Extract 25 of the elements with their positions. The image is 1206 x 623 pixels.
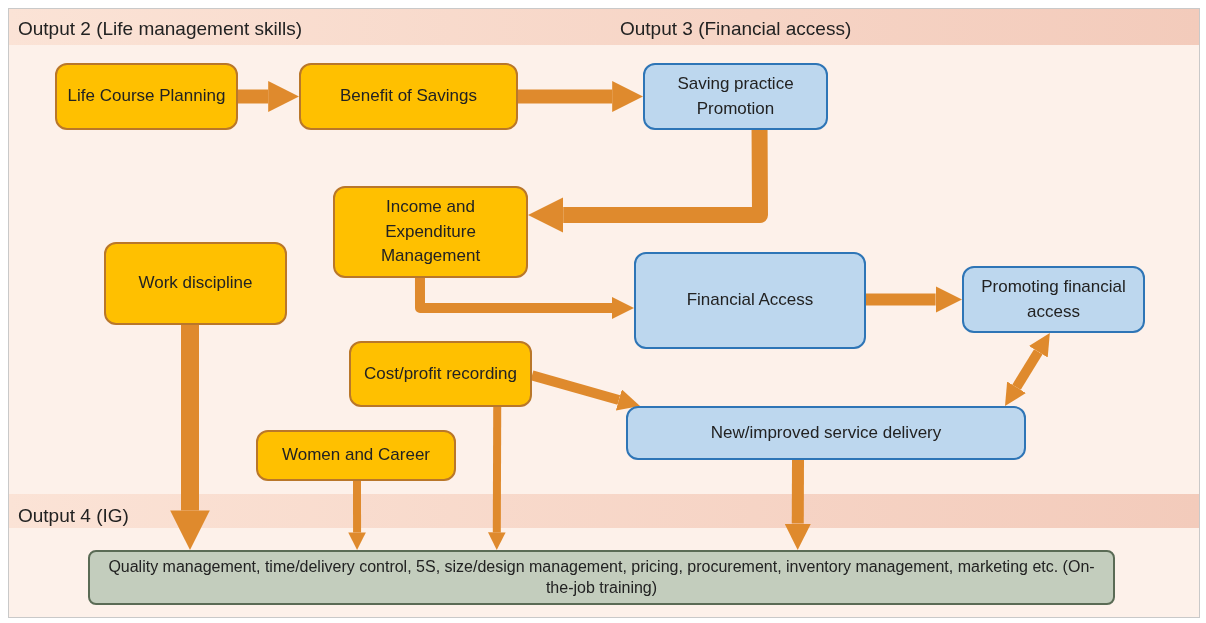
section-heading: Output 4 (IG)	[18, 504, 129, 528]
arrow	[170, 325, 210, 550]
arrow	[238, 81, 299, 112]
arrow	[1005, 333, 1050, 406]
arrow	[518, 81, 643, 112]
process-box: Life Course Planning	[55, 63, 238, 130]
arrow	[488, 407, 506, 550]
section-heading: Output 2 (Life management skills)	[18, 17, 303, 41]
arrow	[414, 278, 634, 319]
process-box: Promoting financial access	[962, 266, 1145, 333]
arrow	[866, 286, 962, 313]
arrow	[784, 459, 811, 550]
process-box: Financial Access	[634, 252, 866, 349]
process-box: Cost/profit recording	[349, 341, 532, 407]
process-box: Women and Career	[256, 430, 456, 481]
arrow	[530, 370, 640, 411]
process-box: New/improved service delivery	[626, 406, 1026, 460]
process-box: Benefit of Savings	[299, 63, 518, 130]
process-box: Work discipline	[104, 242, 287, 325]
process-box: Saving practice Promotion	[643, 63, 828, 130]
process-box: Quality management, time/delivery control, 5S, size/design management, pricing, procurement, inventory management, marketing etc. (On-the-job training)	[88, 550, 1115, 605]
section-heading: Output 3 (Financial access)	[620, 17, 852, 41]
process-box: Income and Expenditure Management	[333, 186, 528, 278]
arrow	[528, 129, 768, 233]
arrow	[348, 481, 366, 550]
